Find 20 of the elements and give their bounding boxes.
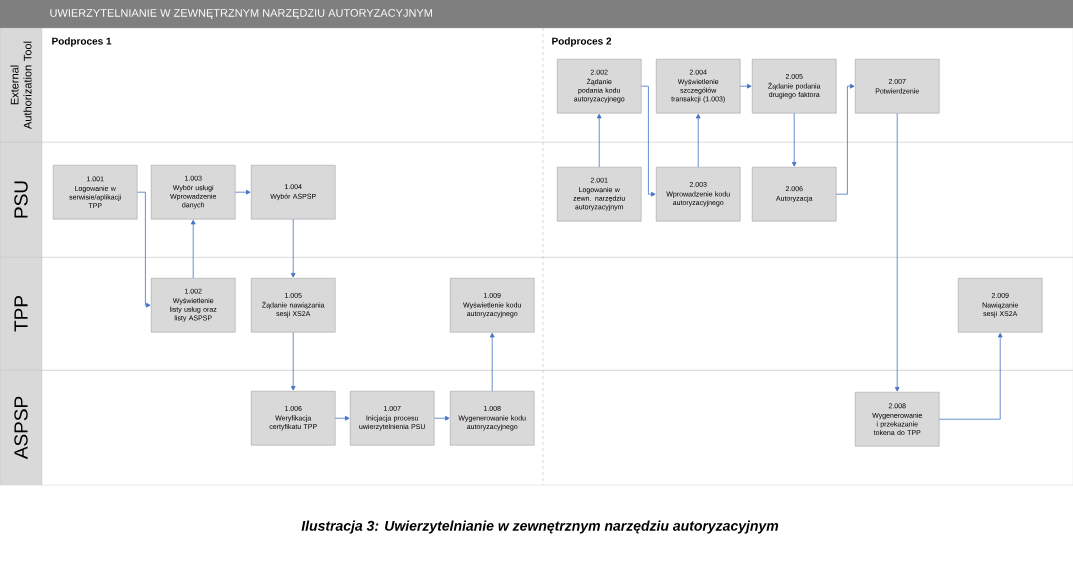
arrow (836, 83, 855, 195)
arrow (641, 85, 656, 197)
arrow (290, 219, 296, 278)
arrow (596, 113, 602, 168)
title-bar: UWIERZYTELNIANIE W ZEWNĘTRZNYM NARZĘDZIU AUTORYZACYJNYM (0, 0, 1073, 28)
arrow (290, 332, 296, 391)
arrow (335, 415, 350, 421)
arrow (190, 219, 196, 279)
subprocess-label: Podproces 1 (52, 37, 112, 47)
arrow (695, 113, 701, 168)
caption: Ilustracja 3: Uwierzytelnianie w zewnętrznym narzędziu autoryzacyjnym (301, 520, 779, 534)
arrow (939, 332, 1003, 420)
arrow (137, 191, 151, 308)
arrow (791, 113, 797, 167)
arrow (489, 332, 495, 392)
arrow (740, 83, 752, 89)
arrow (434, 415, 450, 421)
subprocess-label: Podproces 2 (552, 37, 612, 47)
arrow (894, 113, 900, 392)
arrow (235, 189, 251, 195)
